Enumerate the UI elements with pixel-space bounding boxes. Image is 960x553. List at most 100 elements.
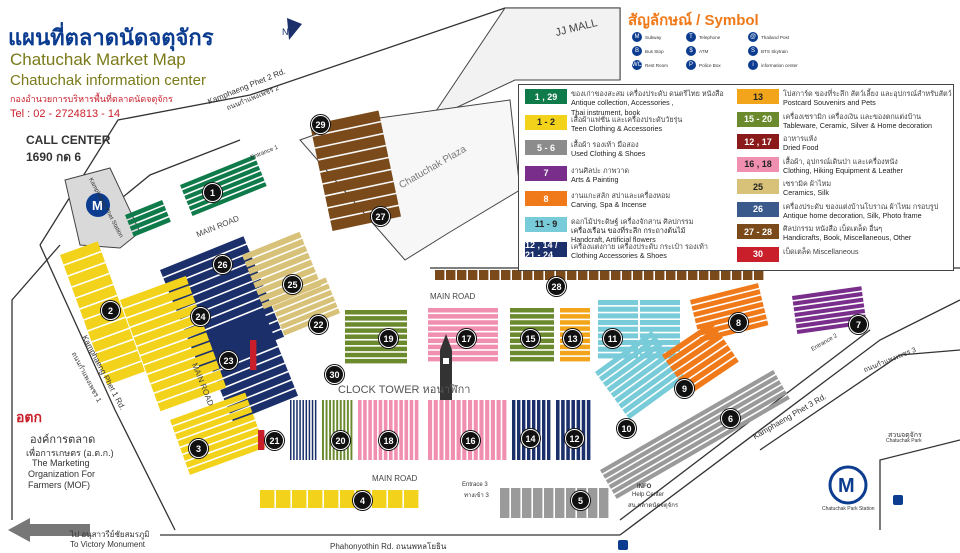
stall-row: [655, 270, 665, 280]
stall-row: [560, 308, 590, 313]
zone-code-badge: 30: [737, 246, 779, 262]
stall-row: [560, 350, 590, 356]
stall-row: [500, 488, 510, 518]
zone-marker-17: 17: [457, 329, 476, 348]
chatuchak-park-station-label: Chatuchak Park Station: [822, 506, 875, 512]
mof-name-thai: องค์การตลาด: [30, 434, 96, 446]
stall-row: [177, 413, 255, 447]
stall-row: [244, 238, 305, 268]
compass-icon: N: [282, 18, 302, 40]
stall-row: [545, 270, 555, 280]
stall-row: [598, 300, 638, 306]
zone-code-badge: 25: [737, 179, 779, 194]
stall-row: [793, 297, 864, 312]
stall-row: [599, 488, 609, 518]
stall-row: [378, 400, 383, 460]
stall-row: [99, 350, 141, 375]
stall-block: [345, 310, 407, 364]
stall-row: [129, 211, 169, 231]
symbol-label: Telephone: [699, 34, 721, 40]
chatuchak-park-label: Chatuchak Park: [886, 438, 922, 444]
stall-row: [315, 134, 386, 160]
stall-row: [276, 490, 291, 508]
zone-description-en: Antique home decoration, Silk, Photo fra…: [783, 210, 922, 220]
stall-row: [614, 395, 790, 499]
stall-row: [490, 270, 500, 280]
main-road-label-2: MAIN ROAD: [430, 292, 476, 301]
stall-block: [500, 488, 609, 518]
mrt-icon: M: [632, 32, 642, 42]
police-box-icon: P: [686, 60, 696, 70]
stall-row: [794, 303, 865, 318]
stall-row: [669, 333, 723, 372]
stall-row: [479, 270, 489, 280]
stall-block: [595, 330, 686, 420]
zone-code-badge: 12 , 17: [737, 134, 779, 149]
zone-marker-29: 29: [311, 115, 330, 134]
stall-row: [510, 314, 554, 319]
stall-row: [560, 326, 590, 331]
stall-block: [258, 430, 265, 450]
zone-marker-26: 26: [213, 255, 232, 274]
stall-row: [560, 314, 590, 319]
stall-row: [428, 356, 498, 362]
stall-row: [247, 245, 308, 275]
telephone-icon: T: [686, 32, 696, 42]
symbol-label: Thailand Post: [761, 34, 790, 40]
zone-description-en: Postcard Souvenirs and Pets: [783, 98, 876, 108]
stall-row: [67, 263, 110, 287]
stall-block: [124, 200, 171, 237]
zone-code-badge: 1 , 29: [525, 89, 567, 104]
stall-row: [598, 313, 638, 319]
stall-row: [345, 328, 407, 333]
stall-row: [250, 340, 257, 370]
stall-row: [502, 400, 507, 460]
stall-row: [180, 155, 256, 189]
stall-row: [340, 490, 355, 508]
stall-row: [296, 400, 298, 460]
stall-row: [345, 340, 407, 346]
stall-row: [614, 357, 675, 404]
stall-row: [598, 306, 638, 312]
stall-row: [103, 361, 145, 386]
zone-description-en: Antique collection, Accessories ,: [571, 98, 674, 108]
stall-row: [644, 270, 654, 280]
stall-row: [622, 270, 632, 280]
zone-marker-11: 11: [603, 329, 622, 348]
zone-description-en: Teen Clothing & Accessories: [571, 123, 663, 133]
stall-row: [640, 320, 680, 326]
zone-description-thai: งานศิลปะ ภาพวาด: [571, 165, 630, 175]
stall-row: [673, 339, 727, 378]
stall-row: [560, 356, 590, 362]
mof-name-thai-2: เพื่อการเกษตร (อ.ต.ก.): [26, 448, 114, 458]
stall-block: [290, 400, 317, 460]
zone-marker-13: 13: [563, 329, 582, 348]
stall-row: [409, 400, 414, 460]
zone-marker-14: 14: [521, 429, 540, 448]
zone-description-thai: เสื้อผ้า, อุปกรณ์เดินป่า และเครื่องหนัง: [783, 156, 898, 166]
stall-row: [325, 182, 396, 208]
zone-description-en: เครื่องเรือน ของที่ระลึก กระถางต้นไม้: [571, 225, 686, 235]
stall-row: [325, 400, 328, 460]
stall-row: [510, 308, 554, 313]
stall-row: [150, 360, 220, 393]
stall-row: [428, 350, 498, 356]
stall-block: [428, 400, 507, 460]
stall-row: [602, 375, 779, 479]
victory-arrow-icon: [8, 518, 90, 542]
stall-row: [694, 301, 764, 324]
stall-row: [389, 400, 393, 460]
stall-row: [404, 400, 409, 460]
stall-row: [345, 352, 407, 358]
stall-row: [457, 270, 467, 280]
stall-row: [456, 400, 461, 460]
symbol-label: BTS Skytrain: [761, 48, 788, 54]
stall-row: [175, 406, 253, 440]
stall-row: [567, 270, 577, 280]
